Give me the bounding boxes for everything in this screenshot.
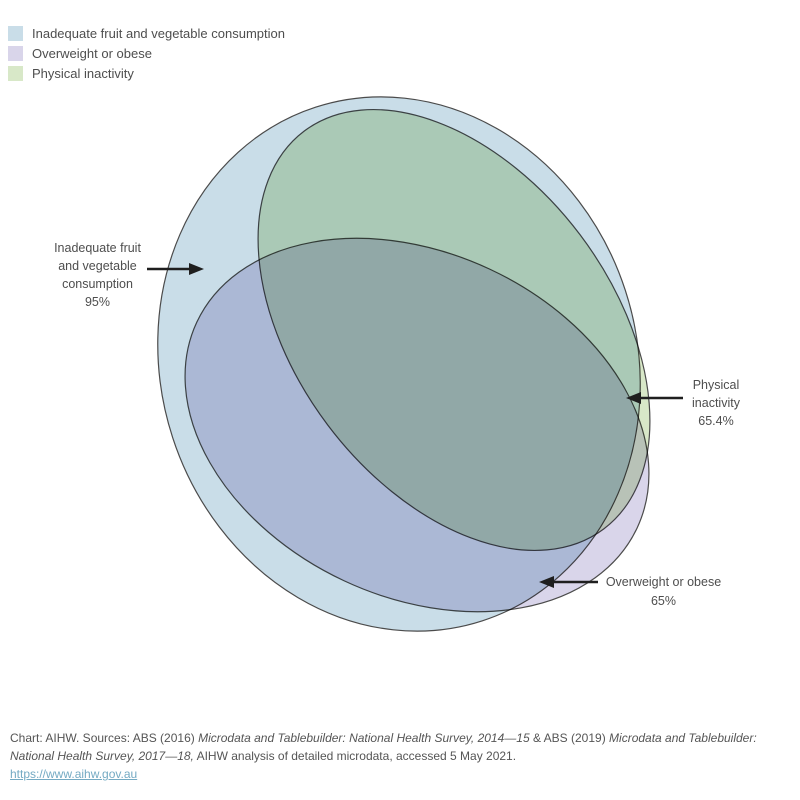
annotation-physical-value: 65.4% bbox=[698, 414, 734, 428]
annotation-fruit-veg: Inadequate fruit and vegetable consumpti… bbox=[30, 239, 165, 311]
annotation-fruit-veg-line1: Inadequate fruit bbox=[54, 241, 141, 255]
annotation-fruit-veg-line3: consumption bbox=[62, 277, 133, 291]
annotation-fruit-veg-line2: and vegetable bbox=[58, 259, 137, 273]
source-text-3: & ABS (2019) bbox=[529, 731, 610, 745]
source-text-4-italic: Microdata and Tablebuilder: National Hea… bbox=[10, 731, 757, 763]
legend-item-overweight[interactable]: Overweight or obese bbox=[8, 43, 285, 63]
legend-label-overweight: Overweight or obese bbox=[32, 45, 152, 61]
arrow-overweight bbox=[539, 576, 598, 588]
annotation-overweight-line1: Overweight or obese bbox=[605, 575, 722, 589]
annotation-overweight-value: 65% bbox=[650, 594, 677, 608]
legend-item-fruit-veg[interactable]: Inadequate fruit and vegetable consumpti… bbox=[8, 23, 285, 43]
venn-circle-overweight[interactable] bbox=[124, 166, 710, 683]
annotation-physical-line1: Physical bbox=[692, 378, 740, 392]
source-text-1: Chart: AIHW. Sources: ABS (2016) bbox=[10, 731, 199, 745]
source-text-5: AIHW analysis of detailed microdata, acc… bbox=[193, 749, 517, 763]
legend-label-fruit-veg: Inadequate fruit and vegetable consumpti… bbox=[32, 25, 285, 41]
legend-swatch-overweight bbox=[8, 45, 23, 61]
source-note: Chart: AIHW. Sources: ABS (2016) Microda… bbox=[10, 729, 774, 783]
aihw-link[interactable]: https://www.aihw.gov.au bbox=[10, 767, 138, 781]
legend: Inadequate fruit and vegetable consumpti… bbox=[8, 23, 285, 83]
legend-label-physical-inactivity: Physical inactivity bbox=[32, 65, 134, 81]
annotation-physical-line2: inactivity bbox=[692, 396, 740, 410]
annotation-fruit-veg-value: 95% bbox=[84, 295, 111, 309]
annotation-overweight: Overweight or obese 65% bbox=[593, 573, 734, 611]
legend-swatch-physical-inactivity bbox=[8, 65, 23, 81]
arrow-physical-inactivity bbox=[626, 392, 683, 404]
arrow-fruit-veg bbox=[147, 263, 204, 275]
legend-swatch-fruit-veg bbox=[8, 25, 23, 41]
source-text-2-italic: Microdata and Tablebuilder: National Hea… bbox=[198, 731, 530, 745]
annotation-physical-inactivity: Physical inactivity 65.4% bbox=[666, 376, 766, 430]
legend-item-physical-inactivity[interactable]: Physical inactivity bbox=[8, 63, 285, 83]
